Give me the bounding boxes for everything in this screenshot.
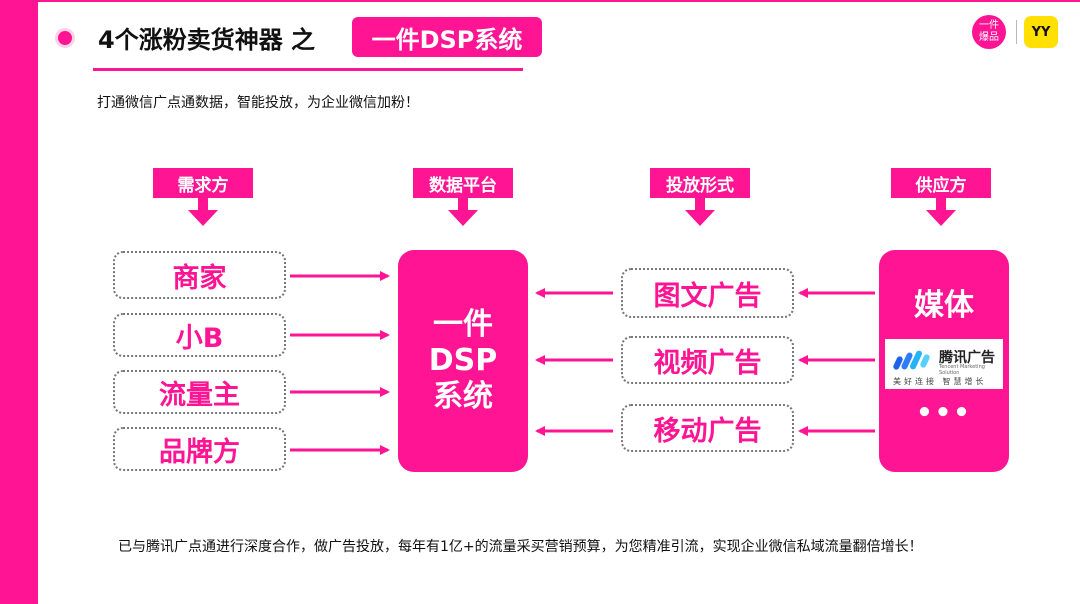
category-platform: 数据平台: [413, 168, 513, 198]
demand-item-traffic-owner: 流量主: [113, 370, 286, 414]
tencent-ads-name: 腾讯广告: [939, 350, 995, 366]
title-bullet-icon: [58, 31, 72, 45]
left-accent-band: [0, 0, 38, 604]
demand-item-merchant: 商家: [113, 251, 286, 299]
brand-logo-yijian: 一件 爆品: [972, 15, 1006, 49]
category-demand: 需求方: [153, 168, 253, 198]
category-format: 投放形式: [650, 168, 750, 198]
tencent-ads-slogan: 美好连接 智慧增长: [893, 377, 987, 386]
dsp-system-box: 一件 DSP 系统: [398, 250, 528, 472]
category-format-arrow-icon: [685, 210, 715, 226]
subtitle: 打通微信广点通数据，智能投放，为企业微信加粉！: [97, 95, 419, 111]
tencent-ads-mark-icon: [893, 350, 930, 370]
format-item-image-text: 图文广告: [621, 268, 794, 318]
logo-divider: [1016, 20, 1017, 44]
brand-logo-yijian-text: 一件 爆品: [979, 20, 999, 43]
more-media-icon: •••: [916, 398, 972, 428]
title-badge: 一件DSP系统: [352, 17, 542, 57]
category-platform-arrow-stem: [458, 198, 468, 210]
top-accent-line: [38, 0, 1080, 2]
category-platform-arrow-icon: [448, 210, 478, 226]
demand-item-small-b: 小B: [113, 313, 286, 357]
tencent-ads-logo: 腾讯广告 Tencent Marketing Solution 美好连接 智慧增…: [885, 339, 1003, 389]
media-supply-box: 媒体 腾讯广告 Tencent Marketing Solution 美好连接 …: [879, 250, 1009, 472]
demand-item-brand: 品牌方: [113, 427, 286, 471]
format-item-mobile: 移动广告: [621, 404, 794, 452]
category-format-arrow-stem: [695, 198, 705, 210]
category-supply-arrow-icon: [926, 210, 956, 226]
title-underline: [93, 68, 523, 71]
media-title: 媒体: [914, 288, 974, 323]
format-item-video: 视频广告: [621, 336, 794, 384]
dsp-system-line-2: DSP: [428, 343, 498, 378]
category-demand-arrow-icon: [188, 210, 218, 226]
footer-note: 已与腾讯广点通进行深度合作，做广告投放，每年有1亿+的流量采买营销预算，为您精准…: [118, 539, 923, 555]
category-supply: 供应方: [891, 168, 991, 198]
dsp-system-line-1: 一件: [433, 307, 493, 342]
category-demand-arrow-stem: [198, 198, 208, 210]
dsp-system-line-3: 系统: [433, 379, 493, 414]
brand-logo-yy: YY: [1024, 16, 1058, 48]
category-supply-arrow-stem: [936, 198, 946, 210]
page-title: 4个涨粉卖货神器 之: [98, 26, 316, 54]
tencent-ads-english: Tencent Marketing Solution: [939, 364, 985, 376]
